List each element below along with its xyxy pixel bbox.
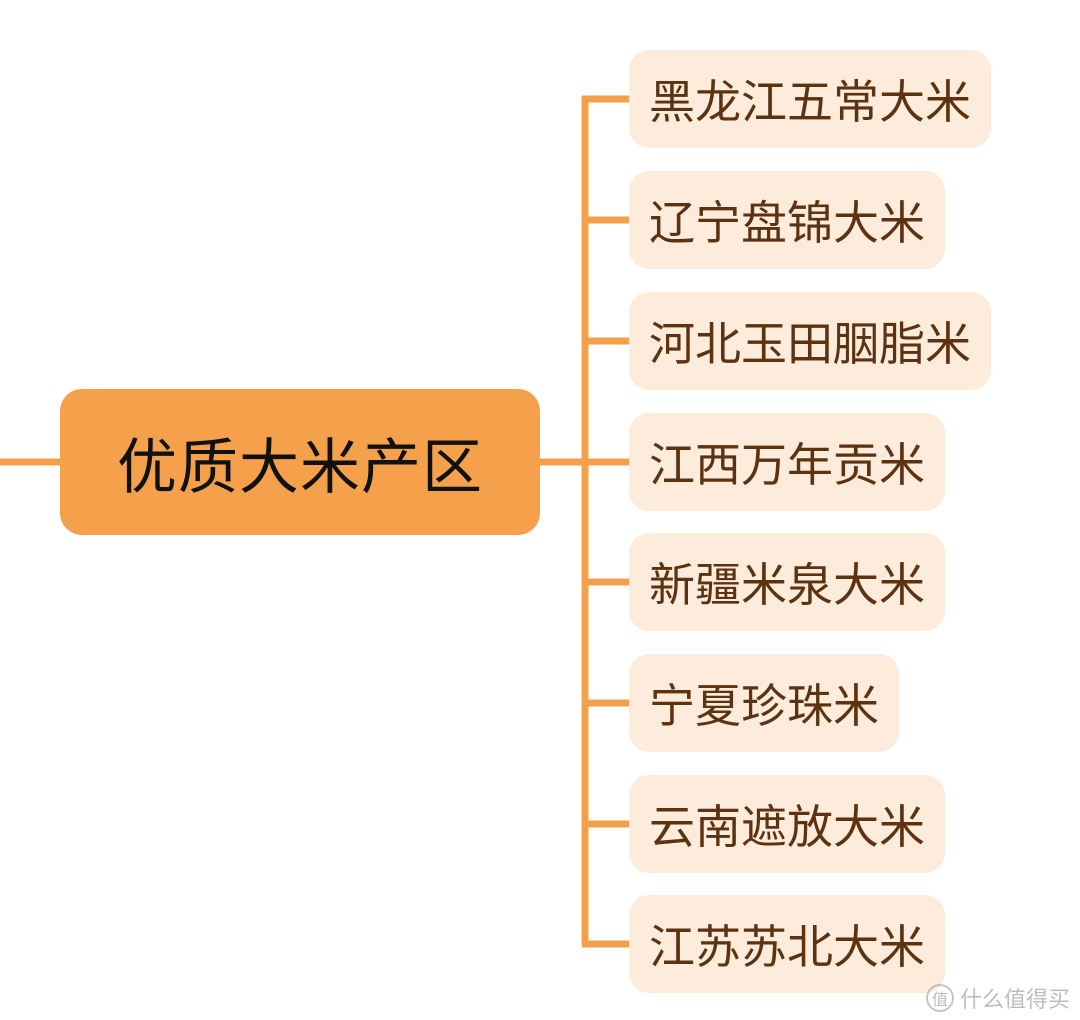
subtopic-node-liaoning[interactable]: 辽宁盘锦大米 — [629, 171, 945, 269]
subtopic-label: 河北玉田胭脂米 — [649, 317, 971, 371]
root-topic-node[interactable]: 优质大米产区 — [60, 389, 540, 535]
watermark: 值 什么值得买 — [925, 982, 1070, 1014]
watermark-text: 什么值得买 — [959, 988, 1070, 1013]
subtopic-node-xinjiang[interactable]: 新疆米泉大米 — [629, 533, 945, 631]
subtopic-label: 新疆米泉大米 — [649, 558, 925, 612]
subtopic-label: 黑龙江五常大米 — [649, 75, 971, 129]
watermark-logo-icon: 值 — [925, 984, 954, 1012]
subtopic-node-jiangxi[interactable]: 江西万年贡米 — [629, 413, 945, 511]
subtopic-label: 辽宁盘锦大米 — [649, 196, 925, 250]
subtopic-node-hebei[interactable]: 河北玉田胭脂米 — [629, 292, 991, 390]
subtopic-label: 云南遮放大米 — [649, 800, 925, 854]
subtopic-node-jiangsu[interactable]: 江苏苏北大米 — [629, 895, 945, 993]
subtopic-label: 江苏苏北大米 — [649, 920, 925, 974]
subtopic-node-heilongjiang[interactable]: 黑龙江五常大米 — [629, 50, 991, 148]
subtopic-node-yunnan[interactable]: 云南遮放大米 — [629, 775, 945, 873]
subtopic-label: 宁夏珍珠米 — [649, 679, 879, 733]
subtopic-node-ningxia[interactable]: 宁夏珍珠米 — [629, 654, 899, 752]
subtopic-label: 江西万年贡米 — [649, 438, 925, 492]
root-topic-label: 优质大米产区 — [117, 432, 483, 503]
